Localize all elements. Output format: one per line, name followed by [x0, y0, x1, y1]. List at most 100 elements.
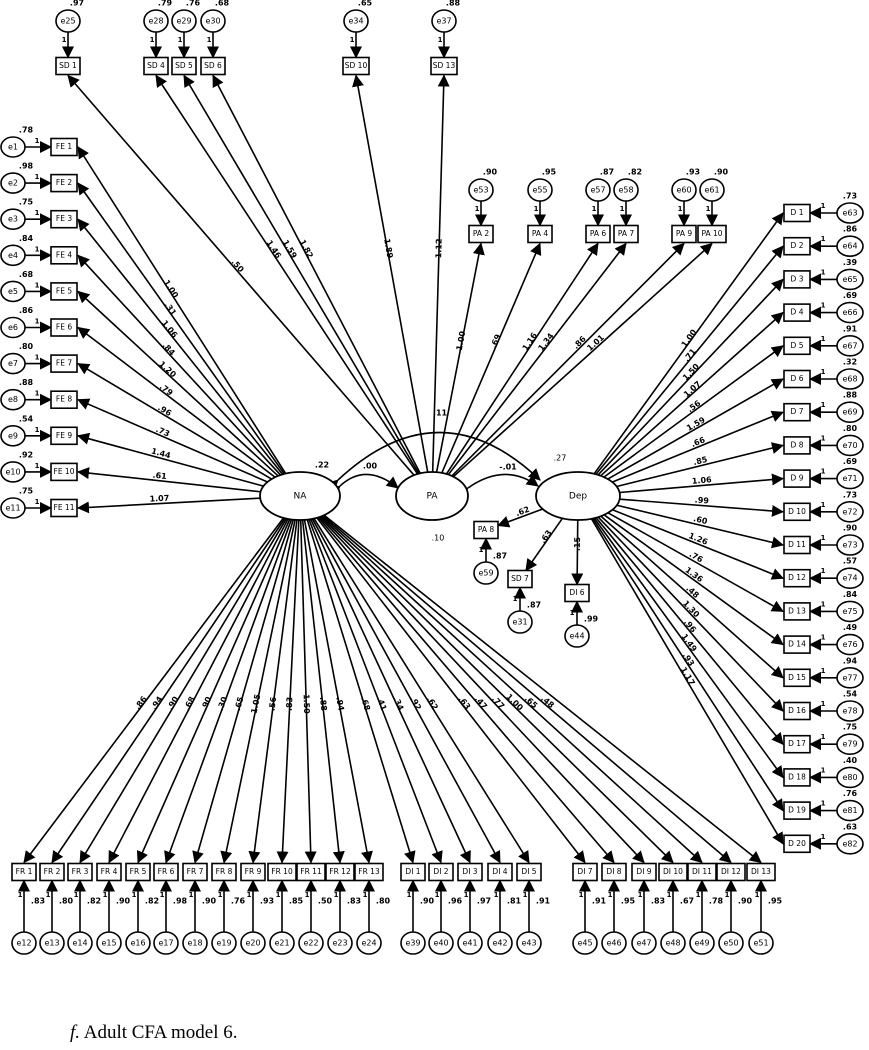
fixed-1-d-9: 1: [821, 468, 826, 476]
loading-path-fe-9: [77, 432, 264, 487]
loading-path-fr-4: [108, 518, 289, 864]
loading-path-di-13: [323, 514, 762, 864]
error-label-e2: e2: [8, 179, 18, 188]
loading-label-pa-8: .62: [514, 505, 530, 518]
r2-d-6: .32: [843, 358, 857, 367]
loading-label-fe-5: 1.20: [157, 359, 178, 379]
error-e25: [55, 9, 81, 33]
indicator-label-di-1: DI 1: [405, 867, 420, 876]
indicator-label-sd-7: SD 7: [511, 574, 529, 583]
loading-label-di-10: 1.00: [504, 692, 525, 713]
error-e7: [0, 352, 26, 375]
indicator-label-fr-9: FR 9: [245, 867, 262, 876]
covariance-na-dep: [325, 431, 541, 492]
error-e6: [0, 316, 26, 339]
loading-label-di-11: .65: [523, 694, 540, 710]
fixed-1-fr-10: 1: [276, 891, 281, 899]
error-label-e80: e80: [842, 773, 857, 782]
r2-d-11: .90: [843, 524, 858, 533]
r2-di-11: .78: [709, 897, 724, 906]
r2-di-10: .67: [680, 897, 694, 906]
r2-fr-13: .80: [376, 897, 391, 906]
loading-path-di-4: [311, 518, 501, 864]
indicator-di-2: [428, 862, 454, 882]
indicator-label-d-13: D 13: [788, 606, 806, 615]
indicator-label-fe-7: FE 7: [56, 359, 72, 368]
loading-path-d-10: [619, 498, 784, 517]
r2-fr-3: .82: [87, 897, 101, 906]
indicator-fe-6: [50, 318, 78, 337]
fixed-1-pa-7: 1: [620, 205, 625, 213]
fixed-1-d-17: 1: [821, 733, 826, 741]
indicator-fr-6: [153, 862, 179, 882]
indicator-label-pa-4: PA 4: [532, 229, 549, 238]
fixed-1-fr-5: 1: [132, 891, 137, 899]
loading-path-pa-4: [441, 242, 542, 474]
error-e47: [631, 931, 657, 955]
error-e2: [0, 172, 26, 194]
loading-label-di-3: .34: [391, 695, 405, 712]
indicator-fr-13: [354, 862, 384, 882]
indicator-label-fe-11: FE 11: [54, 503, 75, 512]
fixed-1-fr-12: 1: [334, 891, 339, 899]
fixed-1-fe-7: 1: [35, 354, 40, 362]
indicator-d-12: [783, 568, 811, 588]
error-label-e48: e48: [665, 939, 680, 948]
indicator-label-fe-5: FE 5: [56, 286, 72, 295]
indicator-fr-5: [125, 862, 151, 882]
fixed-1-fr-7: 1: [189, 891, 194, 899]
loading-path-fe-2: [77, 182, 285, 475]
r2-fe-3: .75: [19, 198, 34, 207]
indicator-d-8: [783, 436, 811, 455]
error-e48: [660, 931, 686, 955]
caption-text: Adult CFA model 6.: [80, 1022, 238, 1043]
r2-fe-11: .75: [19, 487, 34, 496]
fixed-1-d-13: 1: [821, 600, 826, 608]
loading-path-fr-9: [248, 519, 298, 864]
error-label-e65: e65: [842, 275, 857, 284]
loading-label-di-8: .47: [473, 694, 489, 711]
indicator-d-15: [783, 668, 811, 688]
error-e61: [699, 178, 725, 202]
error-label-e39: e39: [405, 939, 420, 948]
r2-d-7: .88: [843, 391, 858, 400]
indicator-label-di-8: DI 8: [606, 867, 621, 876]
r2-pa-6: .87: [600, 168, 614, 177]
error-e72: [836, 500, 864, 523]
indicator-label-sd-1: SD 1: [59, 61, 77, 70]
error-label-e49: e49: [694, 939, 709, 948]
loading-path-fr-1: [23, 517, 285, 864]
error-label-e20: e20: [245, 939, 260, 948]
r2-fr-8: .76: [231, 897, 246, 906]
error-label-e75: e75: [842, 607, 857, 616]
indicator-fr-3: [67, 862, 93, 882]
error-e76: [836, 633, 864, 656]
fixed-1-d-12: 1: [821, 567, 826, 575]
error-label-e28: e28: [148, 17, 163, 26]
loading-path-pa-8: [497, 508, 544, 528]
indicator-di-1: [400, 862, 426, 882]
fixed-1-fr-3: 1: [74, 891, 79, 899]
r2-fe-8: .88: [19, 378, 34, 387]
r2-pa-2: .90: [483, 168, 498, 177]
error-e24: [356, 931, 382, 955]
fixed-1-di-11: 1: [696, 891, 701, 899]
fixed-1-d-11: 1: [821, 534, 826, 542]
loading-label-fe-10: .61: [152, 471, 167, 482]
error-label-e24: e24: [361, 939, 376, 948]
indicator-fe-5: [50, 282, 78, 301]
figure-caption: f. Adult CFA model 6.: [70, 1022, 238, 1044]
loading-label-d-5: .56: [686, 398, 703, 414]
loading-label-d-15: .48: [684, 584, 701, 600]
error-label-e60: e60: [676, 186, 691, 195]
error-label-e71: e71: [842, 474, 857, 483]
fixed-1-d-6: 1: [821, 368, 826, 376]
loading-label-d-3: 1.50: [681, 362, 701, 383]
r2-d-13: .84: [843, 590, 858, 599]
indicator-pa-8: [473, 520, 499, 540]
r2-sd-7: .87: [527, 601, 541, 610]
loading-label-fr-12: .88: [318, 696, 329, 711]
error-e78: [836, 700, 864, 722]
r2-fr-10: .85: [289, 897, 304, 906]
loading-label-d-18: 1.49: [680, 632, 699, 654]
